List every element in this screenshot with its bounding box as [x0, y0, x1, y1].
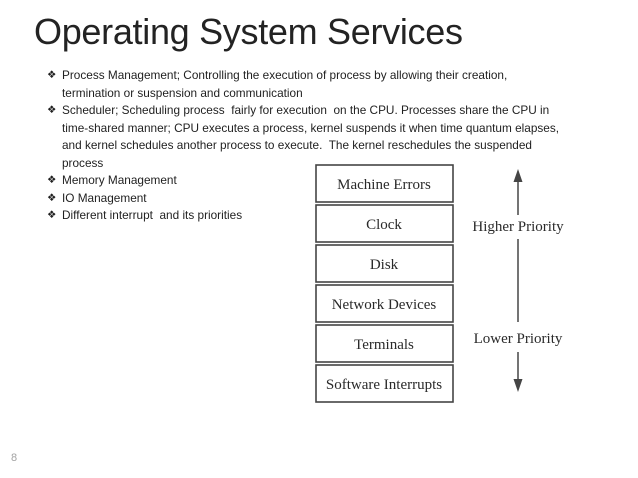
- diagram-box-label: Terminals: [354, 337, 414, 353]
- diagram-box-label: Software Interrupts: [326, 377, 442, 393]
- interrupt-priority-diagram: Machine Errors Clock Disk Network Device…: [315, 164, 564, 403]
- bullet-text: Process Management; Controlling the exec…: [62, 68, 508, 100]
- diagram-box-label: Network Devices: [332, 297, 437, 313]
- bullet-text: Different interrupt and its priorities: [62, 208, 243, 222]
- diamond-bullet-icon: ❖: [47, 191, 57, 204]
- higher-priority-label: Higher Priority: [472, 219, 564, 235]
- diagram-box-software-interrupts: [315, 364, 454, 403]
- diamond-bullet-icon: ❖: [47, 69, 57, 81]
- bullet-text: IO Management: [62, 190, 147, 205]
- slide-number: 8: [11, 452, 18, 464]
- lower-priority-label: Lower Priority: [474, 331, 563, 347]
- diagram-box-label: Disk: [370, 257, 399, 273]
- diagram-box-label: Machine Errors: [337, 177, 431, 193]
- bullet-item-process-management: ❖ Process Management; Controlling the ex…: [47, 67, 622, 102]
- diagram-box-terminals: [315, 324, 454, 363]
- bullet-item-io-management: ❖ IO Management: [47, 190, 622, 208]
- diagram-box-network-devices: [315, 284, 454, 323]
- bullet-text: Memory Management: [62, 173, 177, 187]
- diagram-box-machine-errors: [315, 164, 454, 203]
- diagram-box-clock: [315, 204, 454, 243]
- slide-title: Operating System Services: [34, 11, 463, 52]
- bullet-item-interrupt-priorities: ❖ Different interrupt and its priorities: [47, 207, 622, 225]
- bullet-text: Scheduler; Scheduling process fairly for…: [62, 103, 560, 170]
- bullet-list: ❖ Process Management; Controlling the ex…: [47, 67, 622, 225]
- priority-arrow: [513, 169, 523, 392]
- diamond-bullet-icon: ❖: [47, 174, 57, 186]
- bullet-item-memory-management: ❖ Memory Management: [47, 172, 622, 190]
- bullet-item-scheduler: ❖ Scheduler; Scheduling process fairly f…: [47, 102, 622, 172]
- diagram-box-label: Clock: [366, 217, 402, 233]
- diamond-bullet-icon: ❖: [47, 209, 57, 221]
- arrow-up-icon: [513, 169, 523, 182]
- arrow-down-icon: [513, 379, 523, 392]
- diagram-box-disk: [315, 244, 454, 283]
- diamond-bullet-icon: ❖: [47, 104, 57, 116]
